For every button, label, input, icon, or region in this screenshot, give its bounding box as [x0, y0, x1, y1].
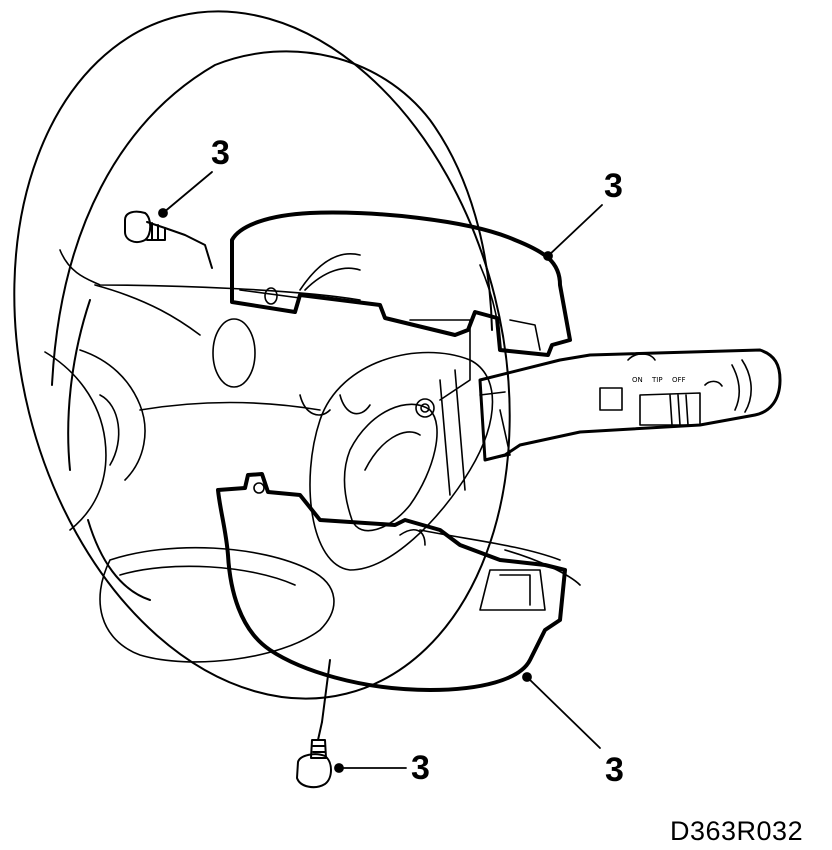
lower-bolt: [296, 659, 332, 789]
stalk-label-off: OFF: [672, 376, 686, 384]
upper-cover: [230, 210, 572, 357]
callout-lower-bolt: 3: [411, 749, 430, 787]
callout-upper-cover: 3: [604, 167, 623, 205]
steering-wheel-rim: [13, 10, 511, 700]
leader-lines: [158, 171, 603, 773]
upper-left-bolt: [124, 210, 213, 269]
steering-column: [309, 319, 494, 571]
stalk-labels: ON TIP OFF: [632, 376, 686, 384]
wheel-hub: [44, 249, 581, 663]
wiper-stalk: [478, 348, 782, 462]
callout-upper-left-bolt: 3: [211, 134, 230, 172]
callout-lower-cover: 3: [605, 751, 624, 789]
lower-cover: [216, 472, 567, 692]
figure-code: D363R032: [670, 816, 804, 846]
stalk-label-tip: TIP: [651, 376, 663, 384]
stalk-label-on: ON: [632, 376, 643, 384]
